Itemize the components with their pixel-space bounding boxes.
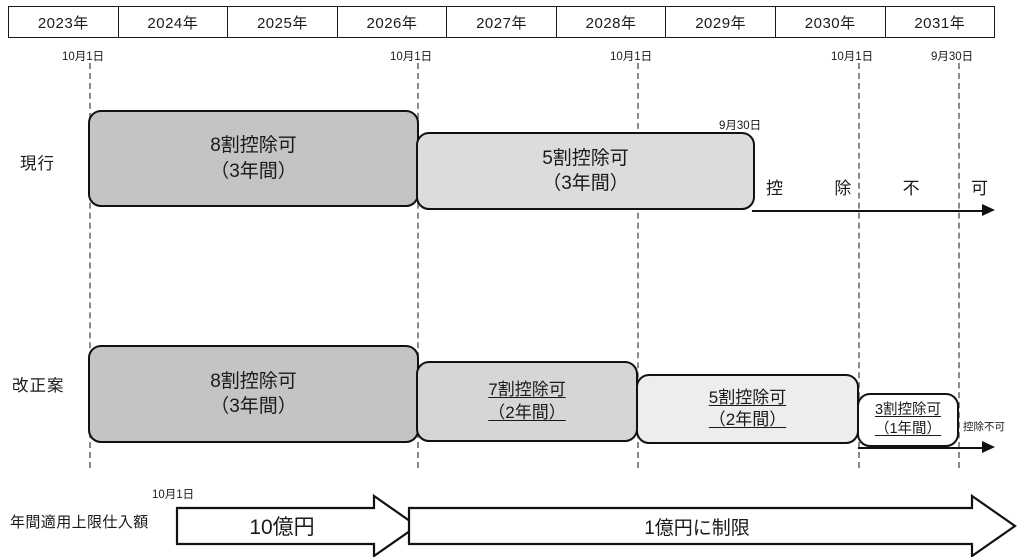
block-arrow-10oku — [175, 493, 419, 557]
current-no-deduction-arrow-head — [982, 204, 995, 216]
current-box-5wari: 5割控除可 （3年間） — [416, 132, 755, 210]
box-line-1: 3割控除可 — [874, 401, 942, 418]
box-line-2: （2年間） — [488, 402, 566, 422]
box-line-2: （3年間） — [542, 173, 629, 194]
marker-line-2026-10-01 — [417, 63, 419, 468]
proposal-box-5wari: 5割控除可 （2年間） — [636, 374, 859, 444]
year-cell: 2028年 — [557, 7, 667, 37]
year-cell: 2027年 — [447, 7, 557, 37]
current-end-marker-label: 9月30日 — [719, 120, 762, 132]
box-line-2: （3年間） — [210, 396, 297, 417]
marker-line-2028-10-01 — [637, 63, 639, 468]
proposal-no-deduction-note: 控除不可 — [963, 421, 1005, 433]
box-line-1: 8割控除可 — [210, 370, 297, 392]
no-deduction-char: 不 — [902, 179, 920, 198]
year-cell: 2023年 — [9, 7, 119, 37]
marker-label-2028-10-01: 10月1日 — [610, 51, 653, 63]
marker-line-2023-10-01 — [89, 63, 91, 468]
year-cell: 2031年 — [914, 14, 966, 32]
box-line-1: 7割控除可 — [488, 380, 566, 400]
marker-line-2030-10-01 — [858, 63, 860, 468]
proposal-arrow-head — [982, 441, 995, 453]
box-line-1: 5割控除可 — [542, 147, 629, 169]
marker-label-2031-09-30: 9月30日 — [931, 51, 974, 63]
no-deduction-char: 除 — [834, 179, 852, 198]
block-arrow-1oku — [407, 493, 1017, 557]
current-no-deduction-arrow-line — [752, 210, 984, 212]
year-cell: 2025年 — [228, 7, 338, 37]
box-line-2: （2年間） — [708, 410, 787, 429]
year-cell: 2024年 — [119, 7, 229, 37]
year-cell: 2030年 — [776, 7, 886, 37]
marker-label-2030-10-01: 10月1日 — [831, 51, 874, 63]
box-line-2: （1年間） — [874, 421, 942, 437]
box-line-2: （3年間） — [210, 160, 297, 182]
bottom-start-marker-label: 10月1日 — [152, 489, 195, 501]
year-cell: 2026年 — [338, 7, 448, 37]
proposal-box-7wari: 7割控除可 （2年間） — [416, 361, 638, 442]
row-label-proposal: 改正案 — [12, 377, 65, 395]
marker-label-2026-10-01: 10月1日 — [390, 51, 433, 63]
year-cell: 2029年 — [666, 7, 776, 37]
proposal-box-8wari: 8割控除可 （3年間） — [88, 345, 419, 443]
box-line-1: 5割控除可 — [708, 387, 787, 407]
marker-label-2023-10-01: 10月1日 — [62, 51, 105, 63]
box-line-1: 8割控除可 — [210, 135, 297, 157]
no-deduction-char: 控 — [766, 179, 783, 198]
current-no-deduction-text: 控 除 不 可 — [766, 174, 988, 199]
proposal-box-3wari: 3割控除可 （1年間） — [857, 393, 959, 447]
current-box-8wari: 8割控除可 （3年間） — [88, 110, 419, 207]
proposal-arrow-line — [858, 447, 984, 449]
row-label-current: 現行 — [20, 155, 55, 173]
bottom-section-label: 年間適用上限仕入額 — [10, 514, 149, 531]
year-header-table: 2023年 2024年 2025年 2026年 2027年 2028年 2029… — [8, 6, 995, 38]
marker-line-2031-09-30 — [958, 63, 960, 468]
no-deduction-char: 可 — [970, 179, 988, 198]
